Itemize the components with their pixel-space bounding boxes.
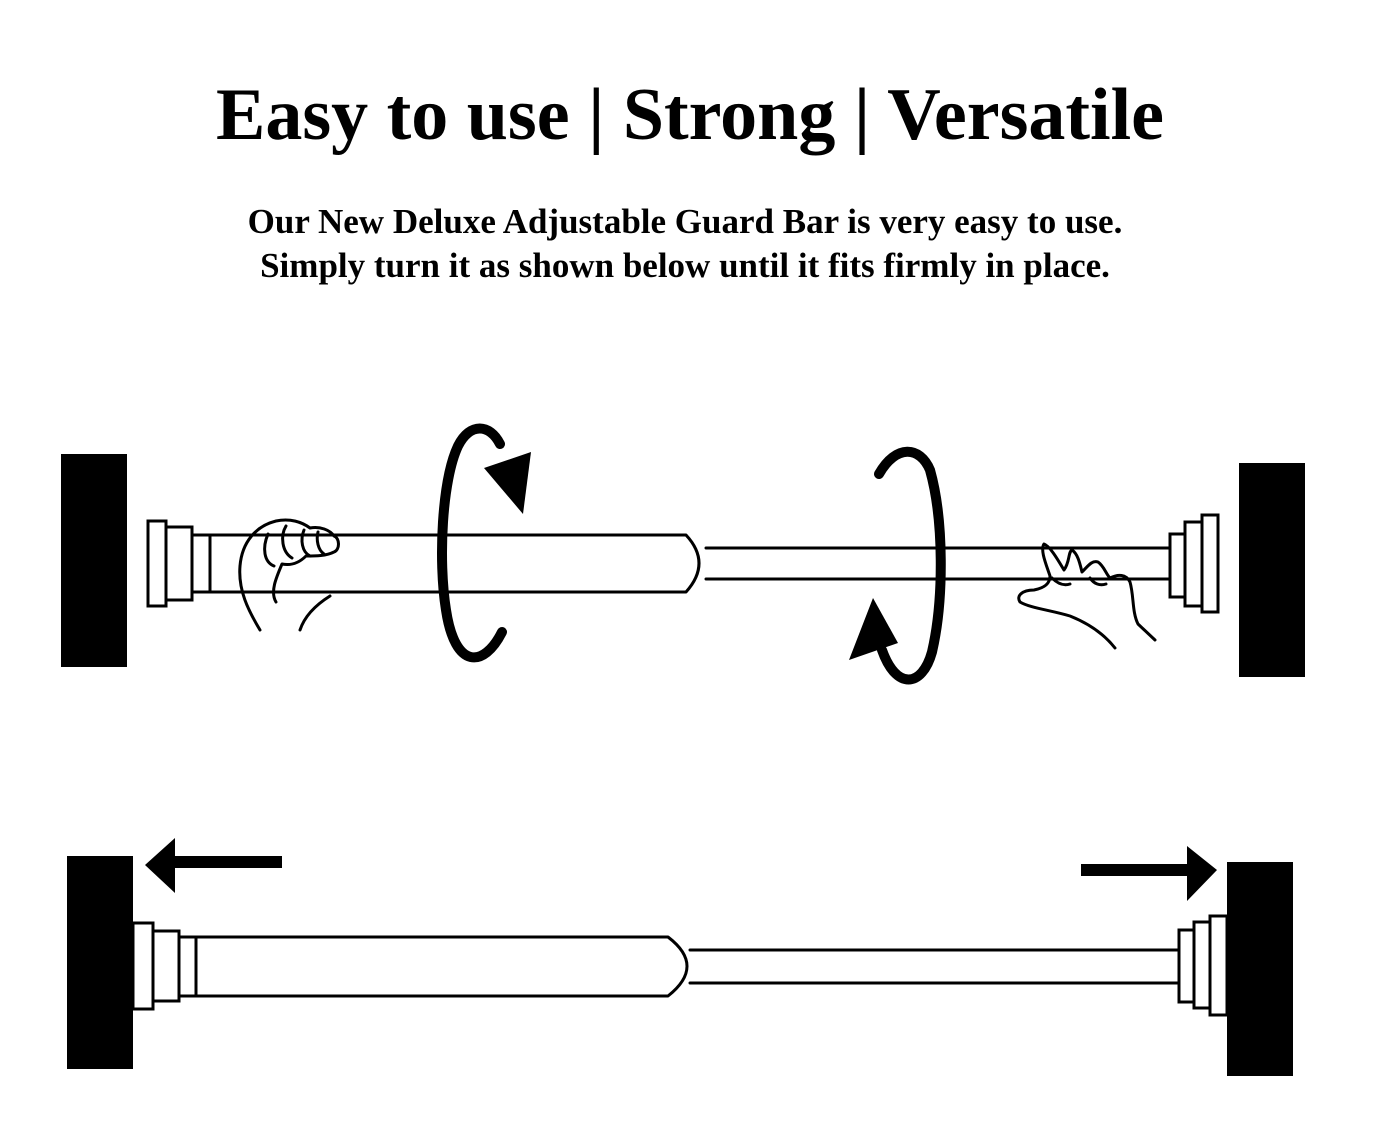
wall-block-icon	[61, 454, 127, 667]
description: Our New Deluxe Adjustable Guard Bar is v…	[0, 200, 1370, 288]
end-cap-right	[1168, 513, 1220, 614]
rotate-arrow-icon	[437, 423, 531, 663]
wall-block-icon	[1227, 862, 1293, 1076]
headline: Easy to use | Strong | Versatile	[215, 74, 1165, 156]
direction-arrow-icon	[145, 838, 282, 893]
end-cap-left	[146, 519, 212, 608]
wall-block-icon	[1239, 463, 1305, 677]
end-cap-right	[1177, 914, 1229, 1017]
description-line-2: Simply turn it as shown below until it f…	[260, 246, 1110, 285]
step-twist	[61, 423, 1305, 685]
description-line-1: Our New Deluxe Adjustable Guard Bar is v…	[247, 202, 1123, 241]
rotate-arrow-icon	[849, 446, 946, 685]
end-cap-left	[131, 921, 198, 1011]
bar-thick-tube	[208, 533, 701, 594]
step-extend	[67, 838, 1293, 1076]
hand-icon	[1017, 542, 1157, 650]
wall-block-icon	[67, 856, 133, 1069]
direction-arrow-icon	[1081, 846, 1217, 901]
bar-thin-tube	[688, 948, 1182, 985]
bar-thick-tube	[194, 935, 689, 998]
hand-icon	[238, 518, 340, 632]
